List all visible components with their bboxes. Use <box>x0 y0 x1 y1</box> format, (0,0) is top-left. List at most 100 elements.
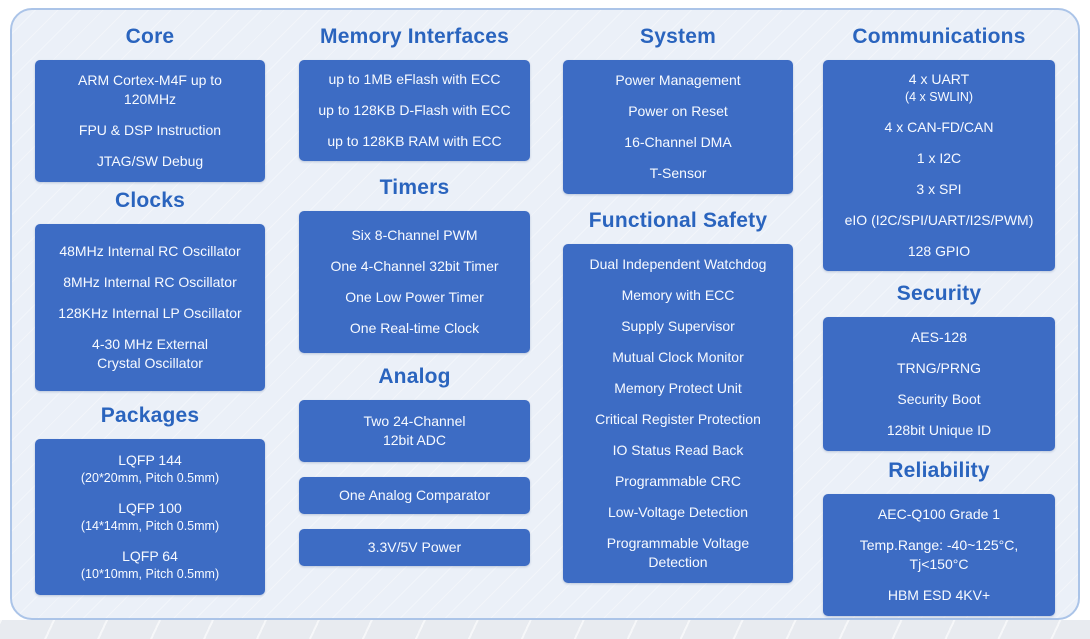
feature-row: HBM ESD 4KV+ <box>829 586 1049 605</box>
feature-row: up to 1MB eFlash with ECC <box>305 70 524 89</box>
feature-box-timers: Six 8-Channel PWM One 4-Channel 32bit Tim… <box>299 211 530 353</box>
feature-line: (4 x SWLIN) <box>904 90 974 104</box>
feature-row: TRNG/PRNG <box>829 359 1049 378</box>
feature-line: Programmable CRC <box>614 473 742 489</box>
feature-row: Power on Reset <box>569 102 787 121</box>
feature-row: 1 x I2C <box>829 149 1049 168</box>
feature-row: T-Sensor <box>569 164 787 183</box>
page-background-strip <box>0 620 1090 639</box>
feature-line: TRNG/PRNG <box>897 360 981 376</box>
section-title-reliability: Reliability <box>888 459 990 482</box>
feature-line: LQFP 100 <box>118 500 182 516</box>
feature-line: Critical Register Protection <box>595 411 761 427</box>
feature-row: Power Management <box>569 71 787 90</box>
feature-line: 3 x SPI <box>916 181 962 197</box>
feature-row: Dual Independent Watchdog <box>569 255 787 274</box>
feature-row: Supply Supervisor <box>569 317 787 336</box>
feature-row: Memory with ECC <box>569 286 787 305</box>
feature-line: 4 x UART <box>908 71 970 87</box>
feature-line: Crystal Oscillator <box>97 355 203 371</box>
feature-row: 128 GPIO <box>829 242 1049 261</box>
feature-row: IO Status Read Back <box>569 441 787 460</box>
feature-row: One Low Power Timer <box>305 288 524 307</box>
section-title-core: Core <box>125 25 175 48</box>
feature-box-analog-1: Two 24-Channel 12bit ADC <box>299 400 530 462</box>
feature-row: One Real-time Clock <box>305 319 524 338</box>
feature-line: ARM Cortex-M4F up to <box>78 72 222 88</box>
feature-row: 16-Channel DMA <box>569 133 787 152</box>
feature-row: Temp.Range: -40~125°C,Tj<150°C <box>829 536 1049 574</box>
feature-line: 48MHz Internal RC Oscillator <box>59 243 241 259</box>
feature-row: 48MHz Internal RC Oscillator <box>41 242 259 261</box>
section-title-analog: Analog <box>378 365 451 388</box>
feature-line: Low-Voltage Detection <box>607 504 749 520</box>
feature-line: 3.3V/5V Power <box>367 539 462 555</box>
feature-line: 16-Channel DMA <box>624 134 732 150</box>
feature-line: Mutual Clock Monitor <box>612 349 744 365</box>
feature-box-clocks: 48MHz Internal RC Oscillator 8MHz Interna… <box>35 224 265 391</box>
feature-row: ARM Cortex-M4F up to 120MHz <box>41 71 259 109</box>
feature-line: 120MHz <box>123 91 177 107</box>
section-title-security: Security <box>896 282 982 305</box>
feature-row: One Analog Comparator <box>305 486 524 505</box>
section-title-memory-interfaces: Memory Interfaces <box>320 25 509 48</box>
feature-line: Supply Supervisor <box>621 318 735 334</box>
feature-row: eIO (I2C/SPI/UART/I2S/PWM) <box>829 211 1049 230</box>
feature-row: LQFP 100 (14*14mm, Pitch 0.5mm) <box>41 499 259 535</box>
feature-line: One Real-time Clock <box>349 320 480 336</box>
feature-row: FPU & DSP Instruction <box>41 121 259 140</box>
feature-line: (10*10mm, Pitch 0.5mm) <box>80 567 220 581</box>
section-memory-interfaces: Memory Interfaces up to 1MB eFlash with E… <box>299 20 530 161</box>
feature-line: HBM ESD 4KV+ <box>887 587 991 603</box>
feature-line: LQFP 64 <box>122 548 178 564</box>
feature-box-analog-2: One Analog Comparator <box>299 477 530 514</box>
feature-line: Detection <box>648 554 708 570</box>
feature-line: Power Management <box>615 72 741 88</box>
feature-row: JTAG/SW Debug <box>41 152 259 171</box>
feature-row: LQFP 144(20*20mm, Pitch 0.5mm) <box>41 451 259 487</box>
feature-row: Six 8-Channel PWM <box>305 226 524 245</box>
feature-line: 4-30 MHz External <box>92 336 208 352</box>
feature-line: up to 128KB RAM with ECC <box>327 133 502 149</box>
feature-line: (14*14mm, Pitch 0.5mm) <box>80 519 220 533</box>
feature-line: 12bit ADC <box>382 432 447 448</box>
feature-row: Critical Register Protection <box>569 410 787 429</box>
feature-row: LQFP 64 (10*10mm, Pitch 0.5mm) <box>41 547 259 583</box>
section-title-communications: Communications <box>852 25 1026 48</box>
feature-box-reliability: AEC-Q100 Grade 1 Temp.Range: -40~125°C,Tj… <box>823 494 1055 616</box>
feature-line: LQFP 144 <box>118 452 182 468</box>
feature-line: 1 x I2C <box>916 150 962 166</box>
feature-line: Memory Protect Unit <box>614 380 742 396</box>
feature-line: JTAG/SW Debug <box>96 153 204 169</box>
feature-row: AES-128 <box>829 328 1049 347</box>
section-title-system: System <box>640 25 716 48</box>
feature-row: 4 x UART (4 x SWLIN) <box>829 70 1049 106</box>
feature-box-analog-3: 3.3V/5V Power <box>299 529 530 566</box>
feature-line: IO Status Read Back <box>612 442 744 458</box>
feature-line: 128bit Unique ID <box>886 422 992 438</box>
feature-row: 8MHz Internal RC Oscillator <box>41 273 259 292</box>
section-title-clocks: Clocks <box>114 189 186 212</box>
feature-line: Security Boot <box>897 391 981 407</box>
feature-row: AEC-Q100 Grade 1 <box>829 505 1049 524</box>
feature-line: One 4-Channel 32bit Timer <box>330 258 499 274</box>
feature-row: Memory Protect Unit <box>569 379 787 398</box>
feature-line: T-Sensor <box>649 165 707 181</box>
feature-line: eIO (I2C/SPI/UART/I2S/PWM) <box>844 212 1034 228</box>
feature-line: Two 24-Channel <box>363 413 466 429</box>
